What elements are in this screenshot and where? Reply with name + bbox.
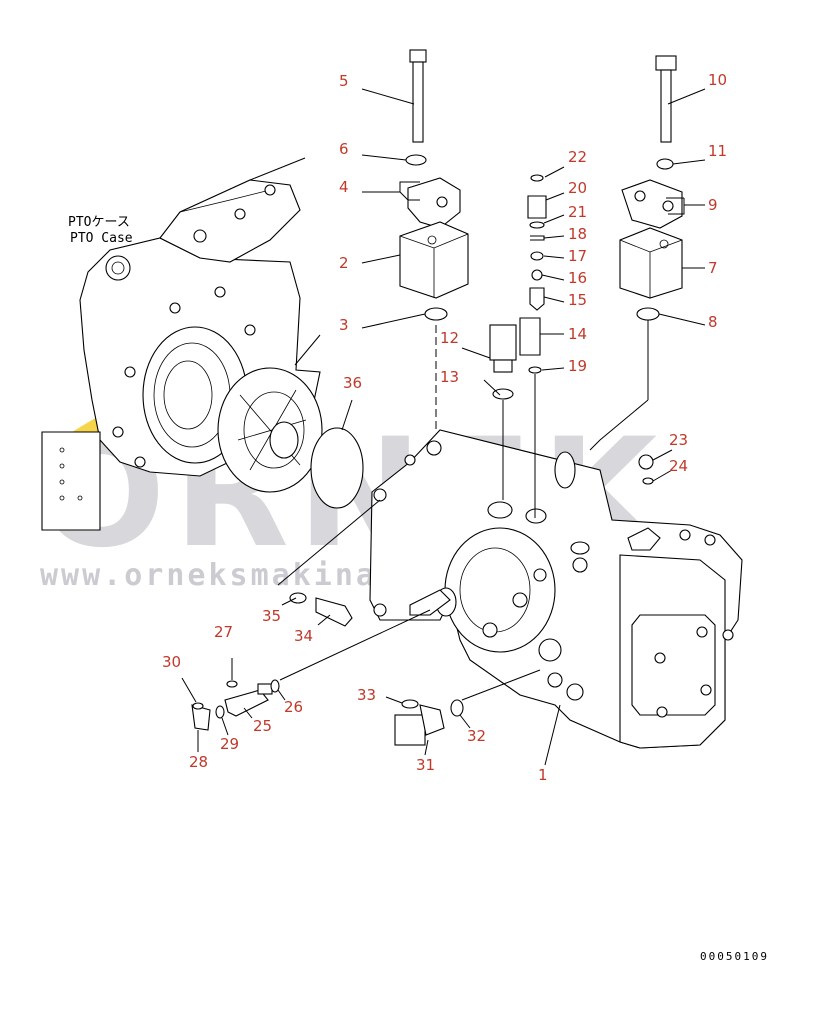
callout-16: 16 [568,269,587,287]
solenoid-31 [394,704,445,746]
oring-24 [642,477,654,485]
drawing-number: 00050109 [700,950,769,963]
case-label-en: PTO Case [70,231,133,246]
oring-13 [492,388,514,400]
ring-18 [530,235,545,241]
callout-numbers: 1 2 3 4 5 6 7 8 9 10 11 12 13 14 15 16 1… [162,71,727,784]
callout-33: 33 [357,686,376,704]
oring-33 [401,699,419,709]
callout-28: 28 [189,753,208,771]
callout-5: 5 [339,72,349,90]
oring-29 [215,705,225,719]
callout-32: 32 [467,727,486,745]
callout-26: 26 [284,698,303,716]
plug-27 [226,680,238,688]
case-label-jp: PTOケース [68,215,130,230]
callout-27: 27 [214,623,233,641]
callout-20: 20 [568,179,587,197]
callout-6: 6 [339,140,349,158]
callout-3: 3 [339,316,349,334]
oring-26 [270,679,280,693]
bolt-34 [315,597,353,627]
callout-19: 19 [568,357,587,375]
washer-11 [656,158,674,170]
washer-6 [405,154,427,166]
spring-17 [530,251,544,261]
callout-4: 4 [339,178,349,196]
valve-14 [519,317,541,356]
poppet-15 [529,287,545,311]
pto-case [41,157,323,531]
callout-34: 34 [294,627,313,645]
callout-10: 10 [708,71,727,89]
elbow-28 [191,704,211,731]
callout-35: 35 [262,607,281,625]
callout-14: 14 [568,325,587,343]
callout-31: 31 [416,756,435,774]
callout-22: 22 [568,148,587,166]
oring-19 [528,366,542,374]
block-2 [399,221,469,299]
plug-23 [638,454,654,470]
callout-36: 36 [343,374,362,392]
bolt-10 [655,55,677,143]
spring-16 [531,269,543,281]
oring-3 [424,307,448,321]
callout-11: 11 [708,142,727,160]
oring-36 [310,427,364,509]
callout-13: 13 [440,368,459,386]
plug-20 [527,195,547,219]
callout-17: 17 [568,247,587,265]
callout-30: 30 [162,653,181,671]
washer-35 [289,592,307,604]
block-7 [619,227,683,299]
fitting-25 [224,683,273,717]
callout-21: 21 [568,203,587,221]
bolt-5 [409,49,427,143]
callout-15: 15 [568,291,587,309]
callout-2: 2 [339,254,349,272]
sensor-12 [489,324,517,373]
oring-30 [192,702,204,710]
callout-24: 24 [669,457,688,475]
leader-lines [181,88,706,766]
oring-21 [529,221,545,229]
callout-12: 12 [440,329,459,347]
oring-32 [450,699,464,717]
block-9 [621,179,683,229]
callout-9: 9 [708,196,718,214]
block-4 [407,177,461,229]
oring-22 [530,174,544,182]
callout-23: 23 [669,431,688,449]
callout-7: 7 [708,259,718,277]
callout-8: 8 [708,313,718,331]
oring-8 [636,307,660,321]
callout-25: 25 [253,717,272,735]
callout-1: 1 [538,766,548,784]
main-pump [369,429,743,749]
callout-18: 18 [568,225,587,243]
callout-29: 29 [220,735,239,753]
